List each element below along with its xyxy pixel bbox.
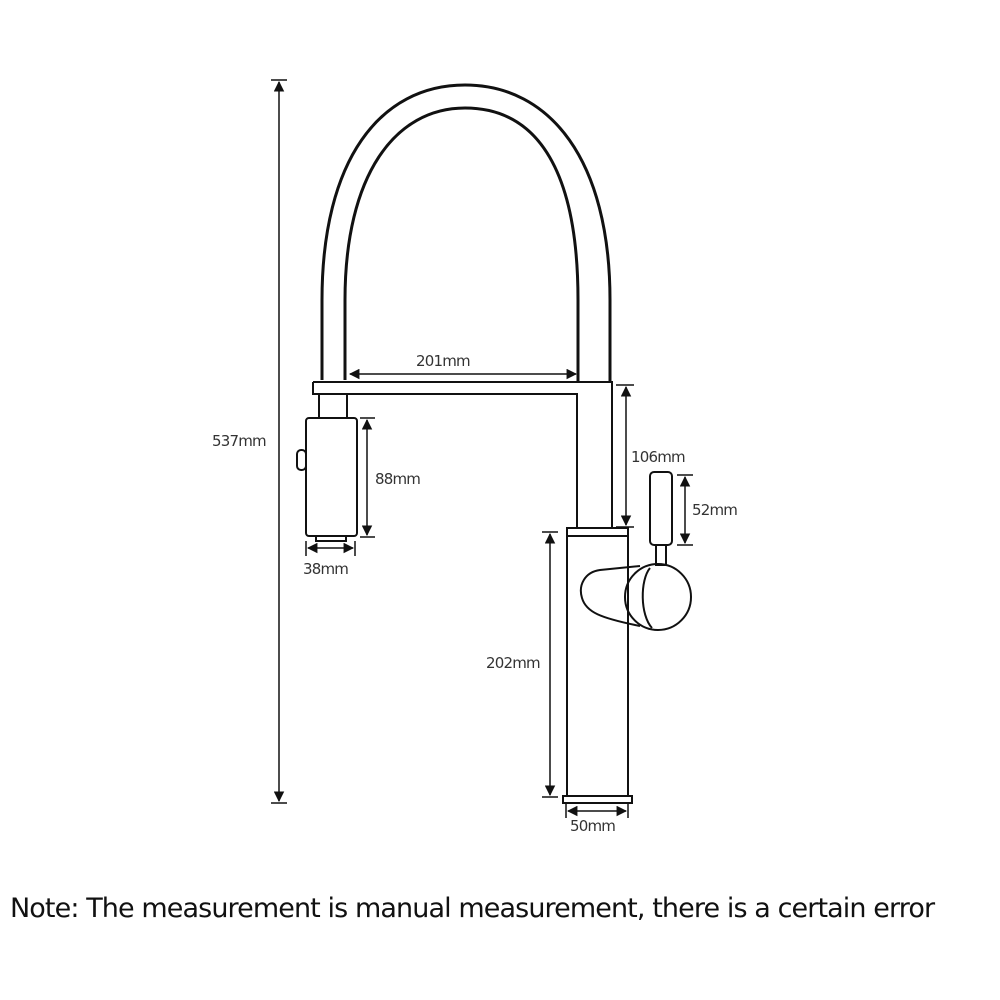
label-sprayer-width: 38mm — [303, 560, 348, 578]
dimension-lines — [271, 79, 693, 818]
sprayer-button — [296, 449, 307, 471]
faucet-outline — [296, 83, 692, 804]
label-body-height: 202mm — [486, 654, 540, 672]
label-arm-height: 106mm — [631, 448, 685, 466]
label-spout-reach: 201mm — [416, 352, 470, 370]
sprayer-connector — [318, 393, 348, 419]
sprayer-nozzle — [315, 535, 347, 542]
label-base-diameter: 50mm — [570, 817, 615, 835]
hose-inner — [343, 106, 580, 382]
dimension-labels: 537mm 201mm 106mm 52mm 88mm 38mm 202mm 5… — [212, 352, 738, 835]
lever — [649, 471, 673, 546]
measurement-note: Note: The measurement is manual measurem… — [10, 893, 935, 924]
label-lever-height: 52mm — [692, 501, 737, 519]
handle-cone — [580, 565, 641, 627]
hose-outer — [320, 83, 612, 382]
faucet-base — [562, 795, 633, 804]
handle-knob — [624, 563, 692, 631]
sprayer-head — [305, 417, 358, 537]
label-sprayer-height: 88mm — [375, 470, 420, 488]
label-total-height: 537mm — [212, 432, 266, 450]
spout-arm — [312, 381, 613, 528]
